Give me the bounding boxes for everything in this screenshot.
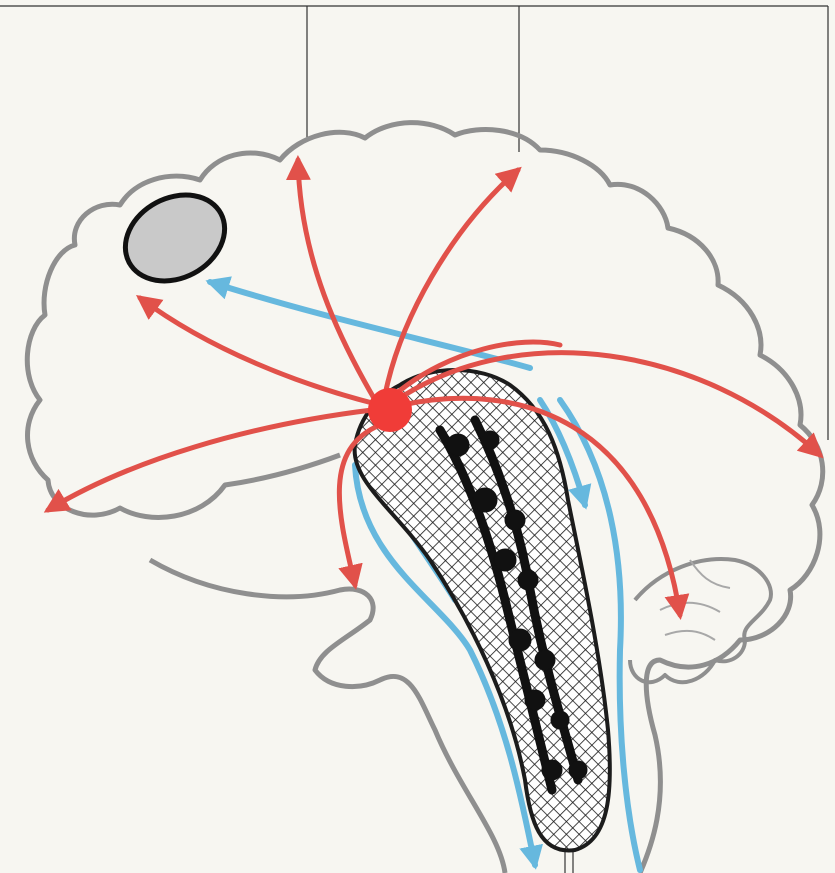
central-red-node xyxy=(368,388,412,432)
blue-path-frontal xyxy=(210,282,530,368)
temporal-outline xyxy=(150,560,505,873)
red-path-frontal-oval xyxy=(140,298,380,405)
red-path-top-left xyxy=(298,160,375,400)
